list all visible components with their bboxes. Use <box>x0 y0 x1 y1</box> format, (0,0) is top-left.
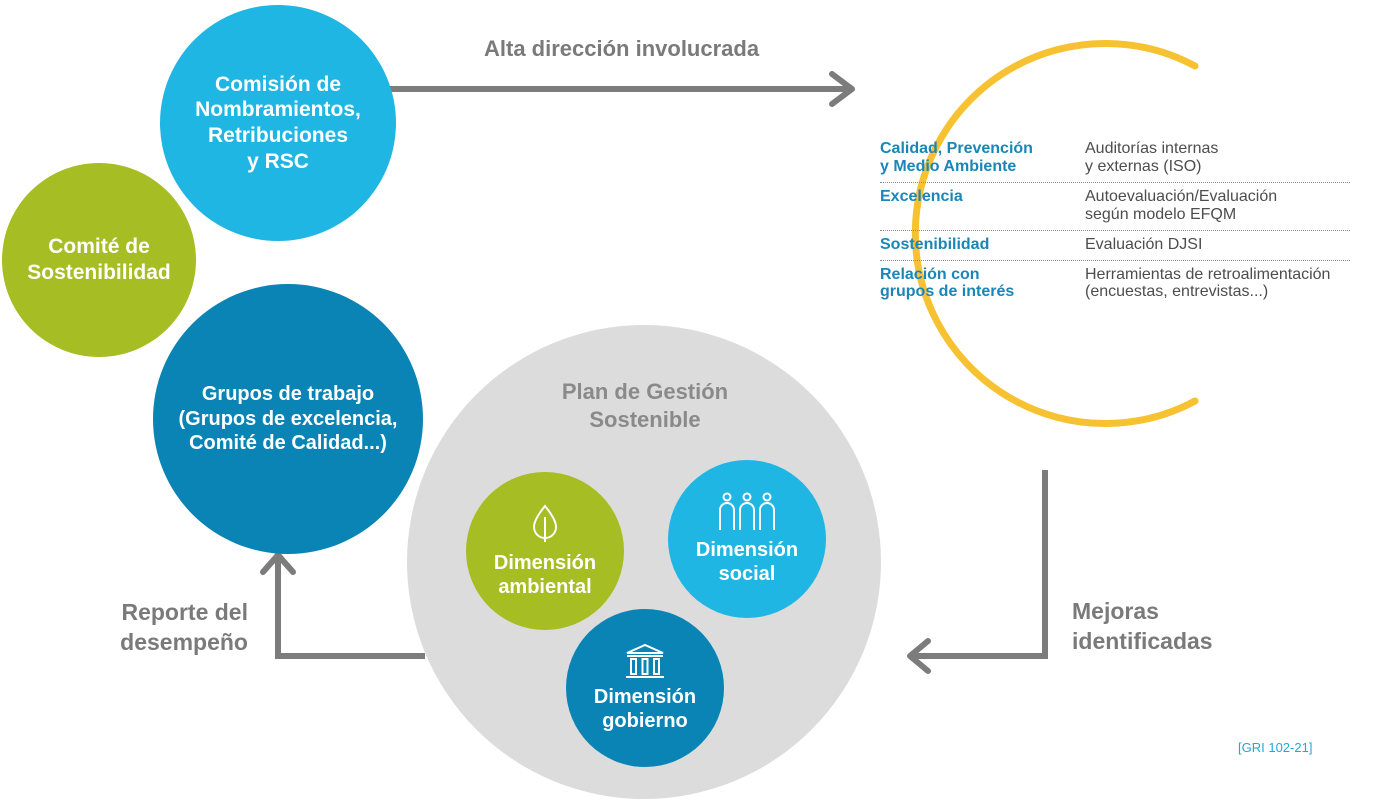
people-icon <box>719 492 775 530</box>
evaluation-area: Excelencia <box>880 187 963 205</box>
dim-gobierno-label: Dimensión gobierno <box>593 685 697 732</box>
government-building-icon <box>626 643 664 678</box>
arrow-head-alta-direccion <box>829 71 855 107</box>
evaluation-row: Calidad, Prevención y Medio Ambiente Audi… <box>880 135 1350 183</box>
evaluation-row: Excelencia Autoevaluación/Evaluación segú… <box>880 183 1350 231</box>
evaluation-arc <box>911 40 1199 427</box>
arrow-head-mejoras <box>907 638 931 674</box>
evaluation-table: Calidad, Prevención y Medio Ambiente Audi… <box>880 135 1350 307</box>
evaluation-tool: Herramientas de retroalimentación (encue… <box>1085 265 1331 301</box>
arrow-head-reporte <box>260 552 296 575</box>
grupos-label: Grupos de trabajo (Grupos de excelencia,… <box>178 383 398 455</box>
evaluation-tool: Evaluación DJSI <box>1085 235 1203 253</box>
evaluation-tool: Auditorías internas y externas (ISO) <box>1085 140 1219 175</box>
dim-social-circle: Dimensión social <box>668 460 826 618</box>
arrow-reporte <box>275 555 425 659</box>
dim-ambiental-label: Dimensión ambiental <box>493 551 597 598</box>
flow-alta-direccion-label: Alta dirección involucrada <box>484 36 760 61</box>
comision-label: Comisión de Nombramientos, Retribuciones… <box>195 72 361 173</box>
evaluation-tool: Autoevaluación/Evaluación según modelo E… <box>1085 187 1278 223</box>
evaluation-row: Sostenibilidad Evaluación DJSI <box>880 231 1350 261</box>
comite-circle: Comité de Sostenibilidad <box>2 163 196 357</box>
dim-ambiental-circle: Dimensión ambiental <box>466 472 624 630</box>
evaluation-area: Sostenibilidad <box>880 235 990 253</box>
leaf-icon <box>532 504 558 542</box>
evaluation-row: Relación con grupos de interés Herramient… <box>880 261 1350 308</box>
evaluation-area: Relación con grupos de interés <box>880 265 1015 301</box>
gri-reference: [GRI 102-21] <box>1238 740 1313 755</box>
plan-title: Plan de Gestión Sostenible <box>561 379 729 432</box>
grupos-circle: Grupos de trabajo (Grupos de excelencia,… <box>153 284 423 554</box>
comite-label: Comité de Sostenibilidad <box>27 235 171 284</box>
flow-mejoras-label: Mejoras identificadas <box>1072 598 1213 654</box>
arrow-mejoras <box>910 470 1048 659</box>
dim-gobierno-circle: Dimensión gobierno <box>566 609 724 767</box>
flow-reporte-label: Reporte del desempeño <box>120 599 248 655</box>
evaluation-area: Calidad, Prevención y Medio Ambiente <box>880 140 1033 175</box>
dim-social-label: Dimensión social <box>695 538 799 585</box>
comision-circle: Comisión de Nombramientos, Retribuciones… <box>160 5 396 241</box>
